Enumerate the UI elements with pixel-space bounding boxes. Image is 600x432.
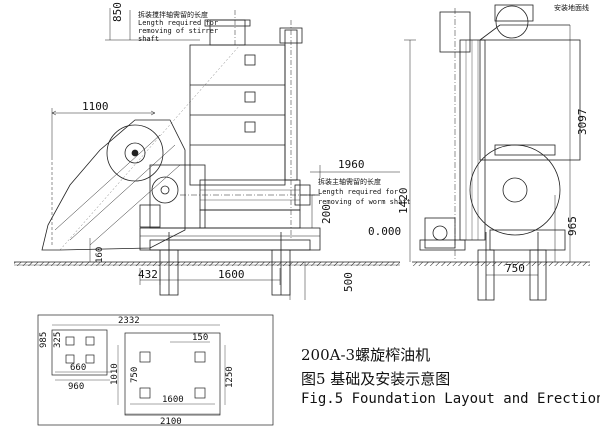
dim-200: 200 — [320, 204, 333, 224]
dim-3097: 3097 — [576, 109, 589, 136]
plan-dim-960: 960 — [68, 382, 84, 392]
front-dimensions — [51, 8, 400, 300]
gearbox — [139, 164, 206, 229]
note-worm-en-2: removing of worm shaft — [318, 198, 411, 206]
dim-850: 850 — [111, 2, 124, 22]
dim-1600: 1600 — [218, 268, 245, 281]
side-elevation — [412, 4, 590, 301]
note-worm-cn: 拆装主轴需留的长度 — [318, 177, 381, 186]
plan-dim-750: 750 — [130, 367, 140, 383]
note-stirrer-cn: 拆装搅拌轴需留的长度 — [138, 10, 208, 19]
plan-dim-150: 150 — [192, 333, 208, 343]
pulley-guard — [41, 119, 186, 251]
dim-1420: 1420 — [397, 188, 410, 215]
conditioner-kettle — [189, 10, 286, 186]
figure-caption-cn: 图5 基础及安装示意图 — [301, 370, 451, 388]
dim-965: 965 — [566, 216, 579, 236]
side-dimensions — [404, 25, 571, 276]
note-worm-en-1: Length required for — [318, 188, 398, 196]
note-stirrer-en-3: shaft — [138, 35, 159, 43]
side-ground-line — [412, 261, 590, 266]
plan-dim-1010: 1010 — [110, 363, 120, 385]
dim-0000: 0.000 — [368, 225, 401, 238]
plan-dim-2100: 2100 — [160, 417, 182, 427]
chain-tower — [279, 20, 303, 240]
ground-line — [14, 261, 400, 266]
front-elevation — [14, 10, 400, 296]
note-stirrer-en-1: Length required for — [138, 19, 218, 27]
dim-1100: 1100 — [82, 100, 109, 113]
dim-160: 160 — [95, 247, 105, 263]
plan-dim-2332: 2332 — [118, 316, 140, 326]
dim-432: 432 — [138, 268, 158, 281]
figure-caption-en: Fig.5 Foundation Layout and Erection — [301, 391, 600, 407]
machine-base — [139, 227, 321, 251]
plan-dim-985: 985 — [39, 332, 49, 348]
note-stirrer-en-2: removing of stirrer — [138, 27, 218, 35]
plan-dim-325: 325 — [53, 332, 63, 348]
dim-750-side: 750 — [505, 262, 525, 275]
plan-dim-660: 660 — [70, 363, 86, 373]
foundation-plan — [37, 314, 274, 426]
note-side-label: 安装地面线 — [554, 3, 589, 12]
press-cage — [180, 179, 320, 229]
dim-1960: 1960 — [338, 158, 365, 171]
dim-500: 500 — [342, 272, 355, 292]
plan-dim-1250: 1250 — [225, 366, 235, 388]
plan-dim-1600: 1600 — [162, 395, 184, 405]
model-caption: 200A-3螺旋榨油机 — [301, 346, 431, 364]
